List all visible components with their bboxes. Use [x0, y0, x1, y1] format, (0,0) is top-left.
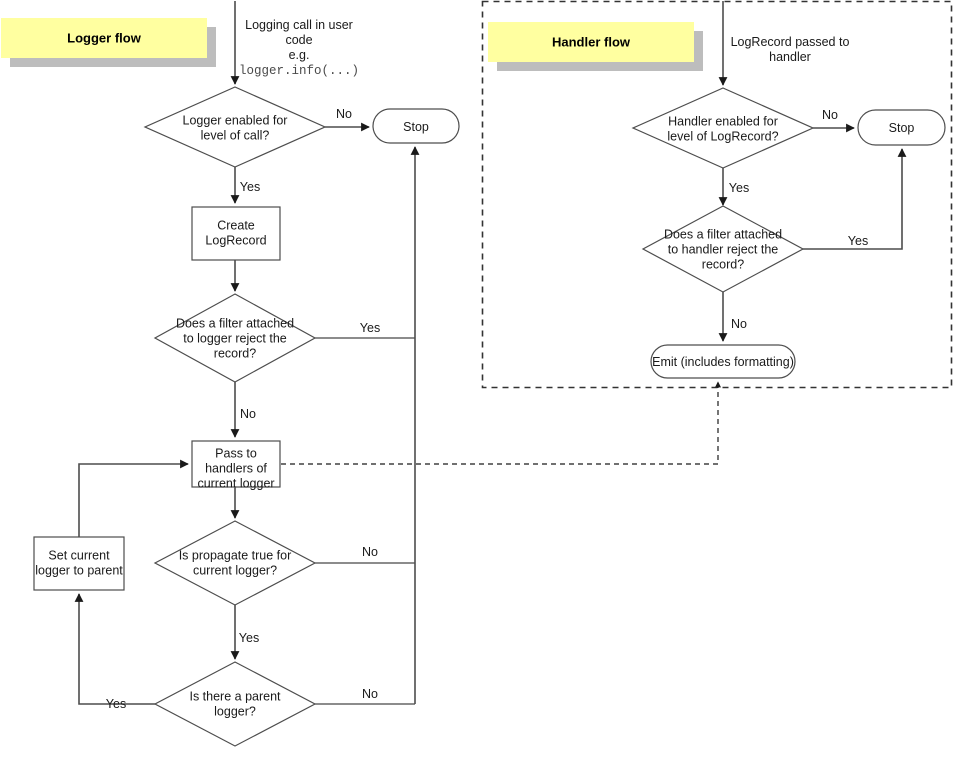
- logger-entry-caption-code: logger.info(...): [239, 64, 359, 78]
- edge-label-handler-filter-no: No: [731, 317, 747, 331]
- edge-set-parent-to-pass: [78, 459, 189, 537]
- node-emit-shape: [650, 344, 796, 379]
- handler-entry-caption: LogRecord passed to handler: [731, 35, 850, 64]
- node-logger-stop-label: Stop: [403, 120, 429, 134]
- node-pass-to-handlers-line1: Pass to: [215, 446, 257, 460]
- node-pass-to-handlers-line3: current logger: [197, 476, 274, 490]
- edge-handler-filter-yes: [803, 148, 907, 250]
- edge-label-handler-filter-yes: Yes: [848, 234, 868, 248]
- node-emit: Emit (includes formatting): [650, 344, 796, 379]
- handler-flow-region: [481, 0, 953, 389]
- node-pass-to-handlers-line2: handlers of: [205, 461, 267, 475]
- node-is-propagate-line2: current logger?: [193, 563, 277, 577]
- edge-label-handler-enabled-no: No: [822, 108, 838, 122]
- node-has-parent-line1: Is there a parent: [189, 689, 281, 703]
- logger-flow-label-box: [1, 18, 207, 58]
- node-logger-stop: Stop: [372, 108, 460, 144]
- node-handler-stop-shape: [857, 109, 946, 146]
- edge-label-logger-filter-no: No: [240, 407, 256, 421]
- node-set-parent: Set current logger to parent: [33, 536, 125, 591]
- node-create-logrecord-line1: Create: [217, 218, 255, 232]
- node-create-logrecord: Create LogRecord: [191, 206, 281, 261]
- node-logger-filter-line2: to logger reject the: [183, 331, 287, 345]
- handler-entry-caption-line2: handler: [769, 50, 811, 64]
- node-handler-enabled-line2: level of LogRecord?: [667, 129, 778, 143]
- logger-flow-title: Logger flow: [67, 31, 142, 46]
- edge-label-is-propagate-yes: Yes: [239, 631, 259, 645]
- node-is-propagate-line1: Is propagate true for: [179, 548, 292, 562]
- node-logger-enabled-line1: Logger enabled for: [183, 113, 288, 127]
- node-pass-to-handlers-shape: [191, 440, 281, 488]
- logger-entry-caption-line1: Logging call in user: [245, 18, 353, 32]
- node-set-parent-shape: [33, 536, 125, 591]
- edge-label-logger-filter-yes: Yes: [360, 321, 380, 335]
- node-pass-to-handlers: Pass to handlers of current logger: [191, 440, 281, 490]
- node-handler-enabled-line1: Handler enabled for: [668, 114, 778, 128]
- edge-label-has-parent-no: No: [362, 687, 378, 701]
- node-handler-filter-line2: to handler reject the: [668, 242, 779, 256]
- node-logger-enabled-line2: level of call?: [201, 128, 270, 142]
- node-logger-filter: Does a filter attached to logger reject …: [153, 293, 317, 383]
- node-logger-filter-line1: Does a filter attached: [176, 316, 294, 330]
- edge-label-has-parent-yes: Yes: [106, 697, 126, 711]
- node-handler-filter-line1: Does a filter attached: [664, 227, 782, 241]
- handler-flow-label-box: [488, 22, 694, 62]
- logger-entry-caption-line2: code: [285, 33, 312, 47]
- edge-label-is-propagate-no: No: [362, 545, 378, 559]
- edge-has-parent-yes: [74, 593, 155, 705]
- edge-label-handler-enabled-yes: Yes: [729, 181, 749, 195]
- node-has-parent: Is there a parent logger?: [153, 661, 317, 747]
- edge-pass-to-handlers-to-emit: [281, 381, 721, 465]
- node-has-parent-shape: [153, 661, 317, 747]
- node-handler-enabled: Handler enabled for level of LogRecord?: [631, 87, 815, 169]
- edge-label-logger-enabled-yes: Yes: [240, 180, 260, 194]
- handler-flow-title-label: Handler flow: [488, 22, 703, 71]
- node-logger-filter-line3: record?: [214, 346, 256, 360]
- node-logger-enabled: Logger enabled for level of call?: [143, 86, 327, 168]
- logger-entry-caption: Logging call in user code e.g. logger.in…: [239, 18, 359, 78]
- node-create-logrecord-line2: LogRecord: [205, 233, 266, 247]
- node-logger-stop-shape: [372, 108, 460, 144]
- logger-entry-caption-line3: e.g.: [289, 48, 310, 62]
- node-handler-filter-line3: record?: [702, 257, 744, 271]
- node-handler-filter: Does a filter attached to handler reject…: [641, 205, 805, 293]
- node-set-parent-line2: logger to parent: [35, 563, 123, 577]
- handler-flow-title: Handler flow: [552, 35, 631, 50]
- handler-entry-caption-line1: LogRecord passed to: [731, 35, 850, 49]
- node-emit-label: Emit (includes formatting): [652, 355, 794, 369]
- node-create-logrecord-shape: [191, 206, 281, 261]
- node-handler-stop: Stop: [857, 109, 946, 146]
- edge-label-logger-enabled-no: No: [336, 107, 352, 121]
- node-has-parent-line2: logger?: [214, 704, 256, 718]
- logger-flow-title-label: Logger flow: [1, 18, 216, 67]
- node-is-propagate: Is propagate true for current logger?: [153, 520, 317, 606]
- node-handler-stop-label: Stop: [889, 121, 915, 135]
- node-set-parent-line1: Set current: [48, 548, 110, 562]
